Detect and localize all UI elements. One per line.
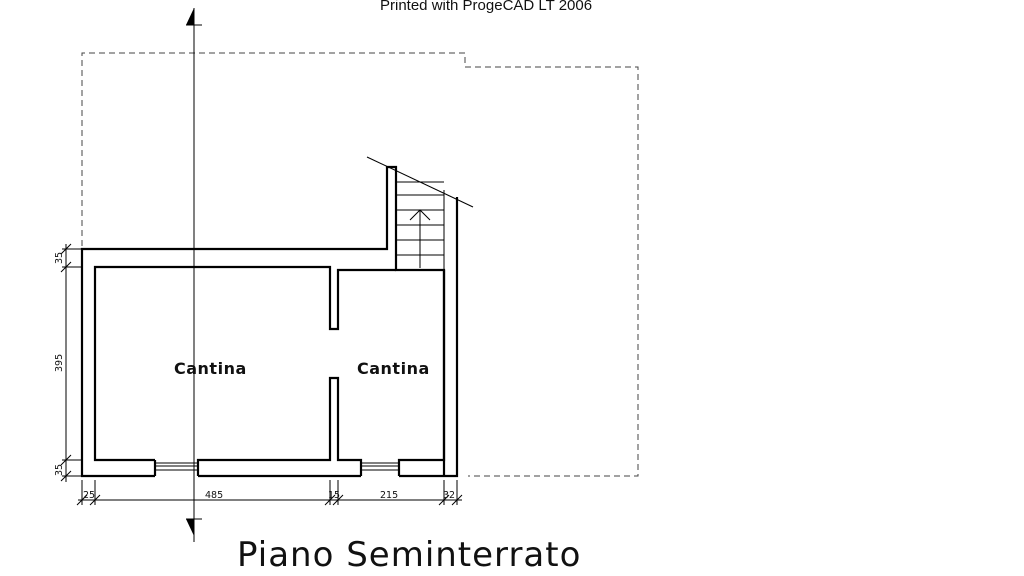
vertical-dimension [60, 243, 82, 482]
cut-line [366, 156, 474, 208]
dim-h-5: 32 [443, 490, 455, 501]
inner-wall-right [397, 270, 446, 476]
plan-title: Piano Seminterrato [237, 535, 581, 575]
outer-wall [80, 165, 446, 478]
dim-h-4: 215 [380, 490, 398, 501]
dim-v-middle: 395 [54, 354, 65, 372]
section-marker-bottom [186, 518, 202, 536]
dim-h-2: 485 [205, 490, 223, 501]
dim-h-1: 25 [83, 490, 95, 501]
room-label-cantina-left: Cantina [174, 359, 247, 378]
property-outline [81, 52, 639, 477]
watermark-text: Printed with ProgeCAD LT 2006 [380, 0, 592, 14]
dim-h-3: 15 [328, 490, 340, 501]
inner-wall-bottom-mid [196, 376, 363, 476]
room-label-cantina-right: Cantina [357, 359, 430, 378]
outer-wall-right [444, 197, 459, 478]
inner-wall [93, 265, 396, 462]
section-marker-top [186, 8, 202, 26]
dim-v-bottom: 35 [54, 464, 65, 476]
dim-v-top: 35 [54, 252, 65, 264]
window-left [155, 462, 198, 471]
staircase [396, 181, 445, 270]
window-right [361, 462, 399, 471]
horizontal-dimension [76, 480, 463, 506]
